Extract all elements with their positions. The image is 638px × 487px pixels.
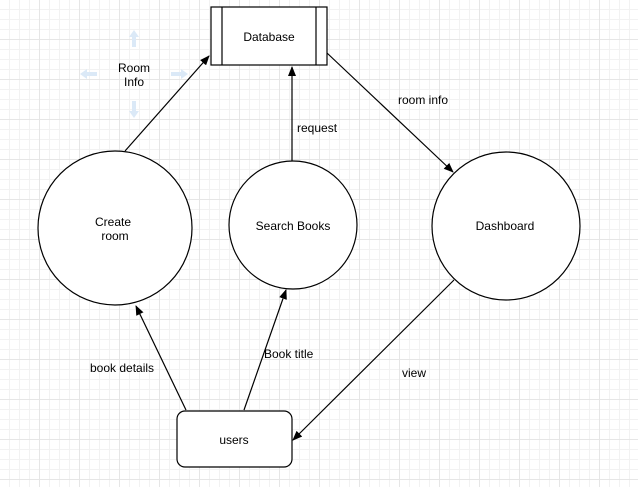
node-search-books[interactable]: Search Books (228, 160, 358, 290)
node-create-room[interactable]: Create room (37, 150, 193, 306)
arrow-left-icon[interactable] (80, 69, 97, 79)
edge-label-room-info: room info (398, 93, 448, 107)
edge-view[interactable]: view (292, 279, 455, 441)
arrow-up-icon[interactable] (129, 30, 139, 47)
edge-book-title[interactable]: Book title (243, 289, 314, 411)
selection-handles[interactable] (80, 30, 188, 118)
edge-book-details[interactable]: book details (90, 305, 187, 411)
edge-request[interactable]: request (288, 66, 338, 161)
arrow-right-icon[interactable] (171, 69, 188, 79)
node-users[interactable]: users (176, 410, 293, 468)
edge-label-room-info-line2: Info (124, 75, 144, 89)
node-label-create-line1: Create (95, 215, 131, 229)
edge-label-view: view (402, 366, 426, 380)
node-label-create-line2: room (101, 229, 128, 243)
node-label-search-books: Search Books (256, 219, 331, 233)
edge-label-request: request (297, 121, 338, 135)
node-dashboard[interactable]: Dashboard (431, 151, 581, 301)
edge-label-room-info-line1: Room (118, 61, 150, 75)
node-label-database: Database (243, 30, 295, 44)
edge-room-info-dashboard[interactable]: room info (326, 52, 454, 173)
node-label-users: users (219, 433, 248, 447)
edge-room-info-create[interactable]: Room Info (118, 55, 210, 152)
edge-label-book-details: book details (90, 361, 154, 375)
arrow-down-icon[interactable] (129, 101, 139, 118)
edge-label-book-title: Book title (264, 347, 314, 361)
node-label-dashboard: Dashboard (476, 219, 535, 233)
node-database[interactable]: Database (210, 6, 328, 66)
